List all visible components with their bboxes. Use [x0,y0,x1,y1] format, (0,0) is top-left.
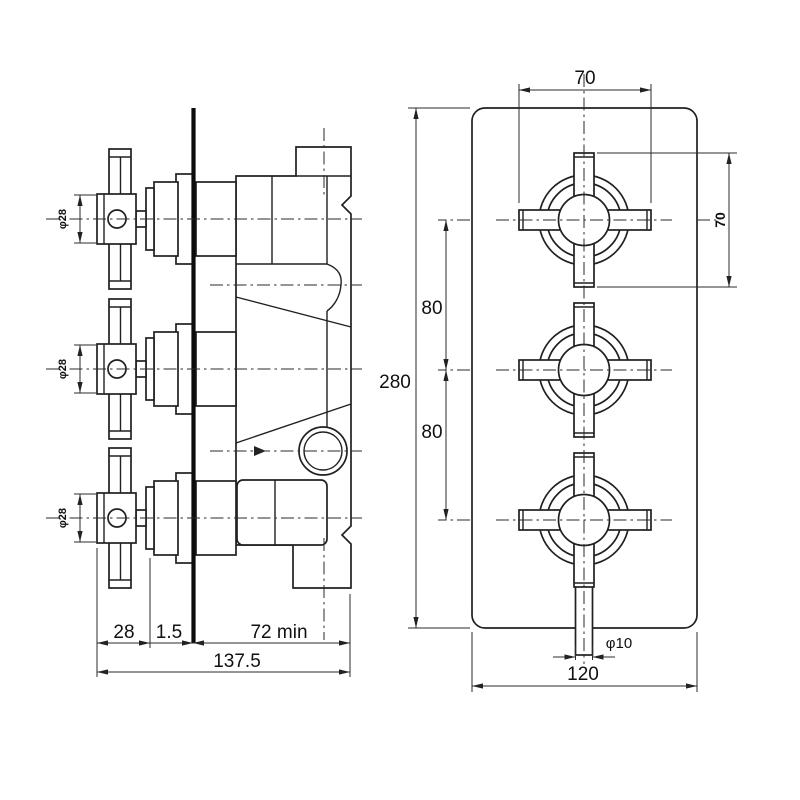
dim-handle-height: 70 [597,152,737,288]
dim-label-knob-dia-mid: φ28 [57,359,69,379]
dim-plate-width: 120 [471,632,698,692]
dim-label-handle-depth: 28 [113,622,134,643]
side-view: φ28 φ28 φ28 28 1.5 72 min 137.5 [46,108,362,677]
dim-label-knob-dia-bot: φ28 [57,508,69,528]
dim-plate-height-and-pitch: 280 80 80 [379,107,470,629]
dim-label-plate-thickness: 1.5 [156,622,182,643]
dim-label-handle-width: 70 [574,68,595,89]
dim-pipe-dia: φ10 [553,635,632,660]
dim-handle-width: 70 [518,68,652,203]
front-view: 70 70 280 80 80 φ [379,68,737,692]
dim-label-pitch-lower: 80 [421,422,442,443]
dim-label-pipe-dia: φ10 [606,635,632,652]
dim-label-handle-height: 70 [712,212,728,228]
dim-label-recess-depth: 72 min [250,622,307,643]
dim-label-total-depth: 137.5 [213,651,261,672]
body-silhouette [235,146,352,589]
dim-label-knob-dia-top: φ28 [57,209,69,229]
dim-label-pitch-upper: 80 [421,298,442,319]
side-centerlines [46,218,362,519]
dim-label-plate-height: 280 [379,372,411,393]
dim-label-plate-width: 120 [567,664,599,685]
valve-body [235,128,352,640]
side-bottom-dimensions: 28 1.5 72 min 137.5 [96,548,351,677]
